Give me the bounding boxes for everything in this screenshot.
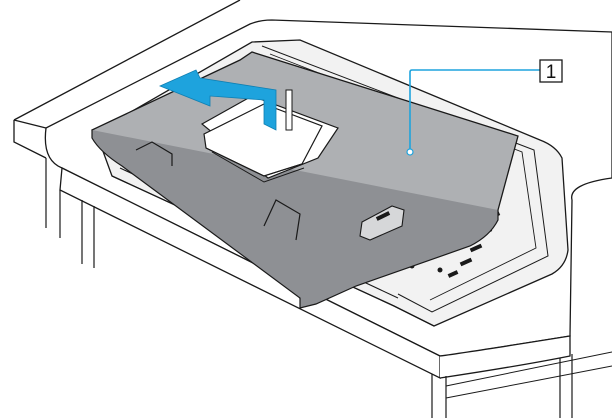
back-cover: [91, 51, 519, 309]
lift-arrow-shape: [158, 69, 277, 131]
stand-block-side: [205, 147, 305, 183]
callout-dot-icon: [406, 148, 414, 156]
callout: 1: [406, 59, 563, 156]
table-right-front-edge: [439, 335, 571, 379]
cover-latch-slot: [375, 211, 391, 221]
table-leg-left: [45, 158, 95, 268]
table-left-edge: [13, 119, 47, 159]
cover-hinge: [285, 89, 293, 131]
callout-label: 1: [546, 62, 557, 83]
cover-latch: [359, 205, 405, 241]
cover-notches: [135, 141, 301, 241]
callout-box: [539, 59, 563, 83]
callout-leader-line: [409, 69, 540, 152]
table-leg-right: [431, 354, 573, 418]
table-back-edge: [13, 0, 241, 121]
floor-lines: [445, 351, 612, 399]
lift-direction-arrow-icon: [158, 69, 277, 131]
